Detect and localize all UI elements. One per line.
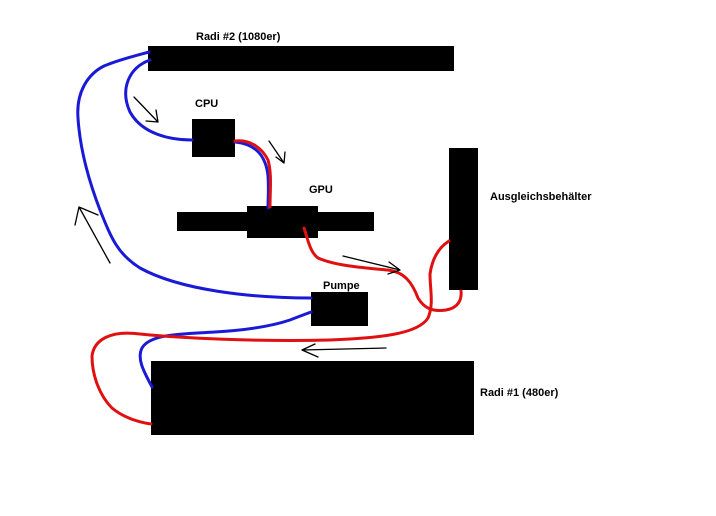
flow-arrow-gpu-to-reservoir bbox=[342, 255, 401, 275]
reservoir-label: Ausgleichsbehälter bbox=[490, 191, 592, 203]
radi1-label: Radi #1 (480er) bbox=[480, 387, 559, 399]
radi2-label: Radi #2 (1080er) bbox=[196, 31, 281, 43]
flow-arrow-to-radi2 bbox=[74, 206, 111, 264]
tube-pump-to-radi2 bbox=[76, 50, 313, 300]
flow-arrow-radi2-to-cpu bbox=[133, 96, 159, 123]
tube-radi1-to-pump bbox=[138, 310, 313, 389]
flow-arrow-to-radi1 bbox=[301, 343, 387, 358]
radi2-block bbox=[148, 46, 454, 71]
tube-reservoir-to-radi1 bbox=[90, 239, 451, 426]
gpu-label: GPU bbox=[309, 184, 333, 196]
cpu-label: CPU bbox=[195, 98, 218, 110]
tube-cpu-to-gpu-red bbox=[233, 139, 272, 209]
gpu-block bbox=[247, 206, 318, 238]
tube-radi2-to-cpu bbox=[124, 58, 194, 142]
reservoir-block bbox=[449, 148, 478, 290]
pump-block bbox=[311, 292, 368, 326]
tube-cpu-to-gpu-blue bbox=[233, 140, 270, 210]
radi1-block bbox=[151, 361, 474, 435]
tube-gpu-to-reservoir bbox=[302, 226, 463, 312]
pump-label: Pumpe bbox=[323, 280, 360, 292]
flow-arrow-cpu-to-gpu bbox=[268, 140, 286, 164]
cpu-block bbox=[192, 119, 235, 157]
